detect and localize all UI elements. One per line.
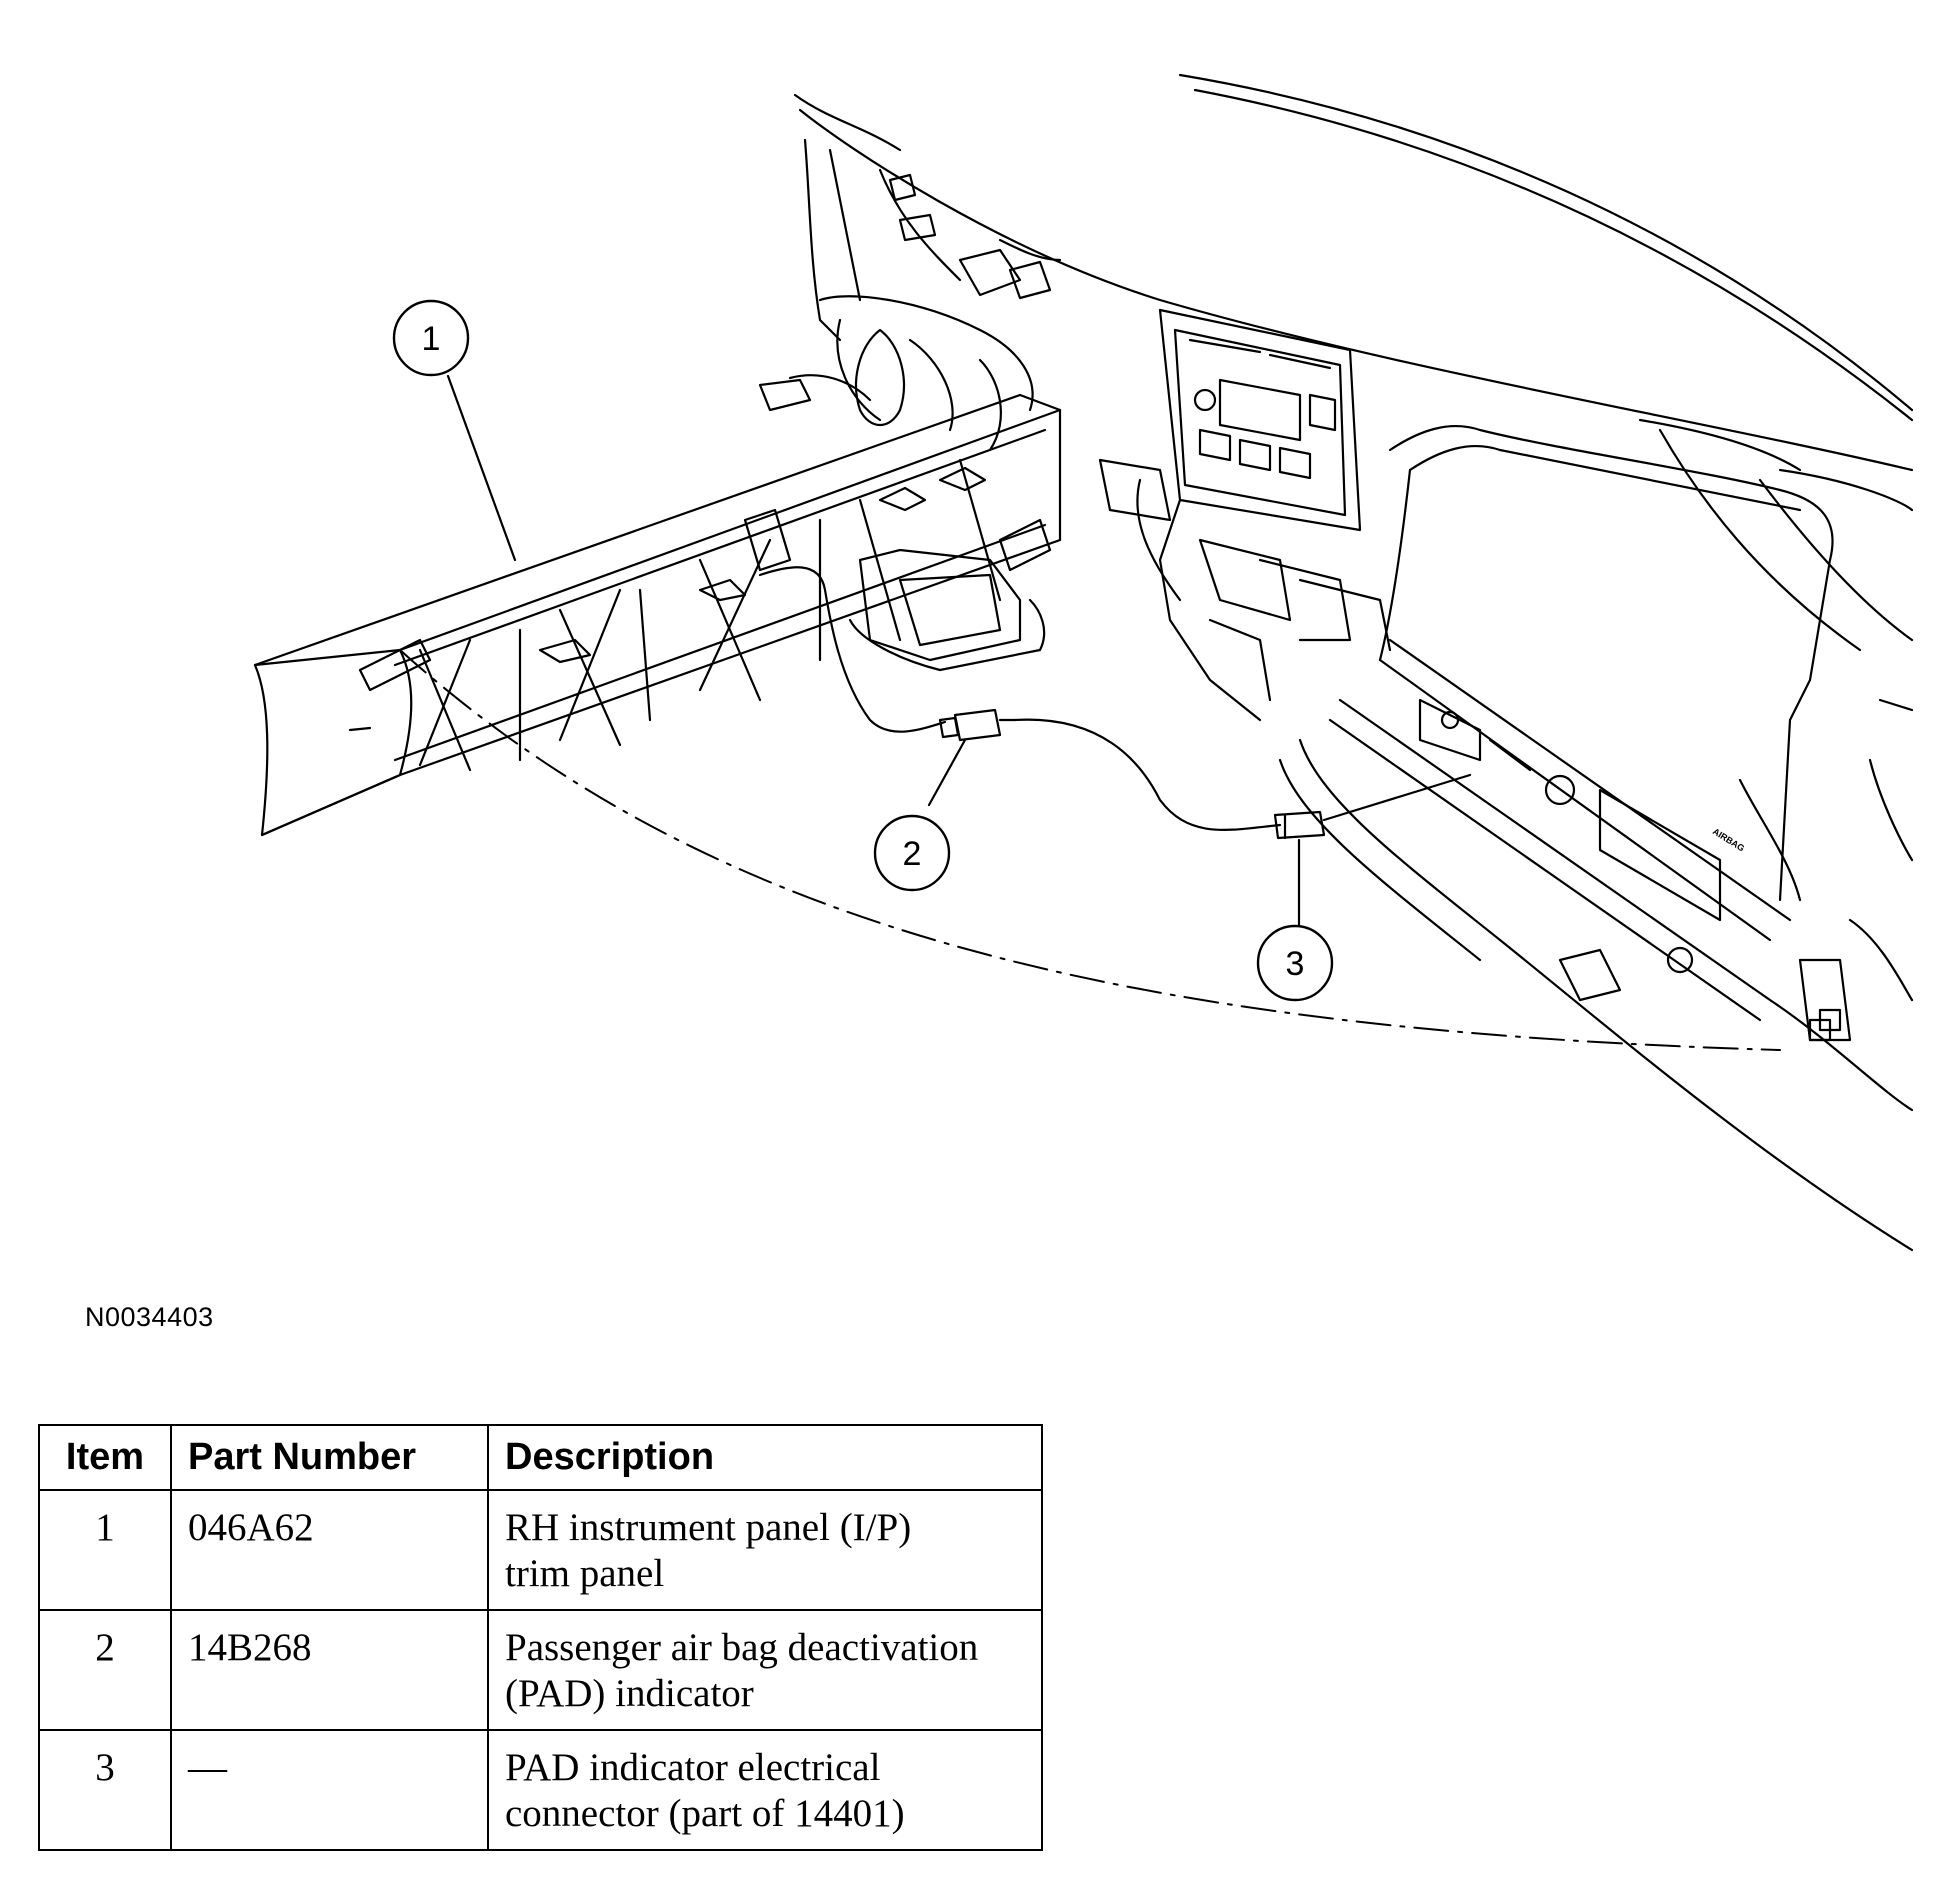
legend-header-row: Item Part Number Description [38,1424,1043,1491]
rh-mounting-clip [1808,1018,1832,1042]
table-row: 1 046A62 RH instrument panel (I/P) trim … [38,1489,1043,1611]
exploded-view-illustration: AIRBAG 1 2 3 [253,73,1914,1252]
callout-2-circle [873,814,951,892]
header-part-number: Part Number [170,1424,489,1491]
header-description: Description [487,1424,1043,1491]
row-description-line: Passenger air bag deactivation [505,1626,979,1669]
row-description: RH instrument panel (I/P) trim panel [487,1489,1043,1611]
row-item: 2 [38,1609,172,1731]
row-description-line: trim panel [505,1552,665,1595]
callout-2: 2 [873,814,951,892]
row-item: 1 [38,1489,172,1611]
row-description-line: connector (part of 14401) [505,1792,905,1835]
figure-id: N0034403 [85,1302,214,1332]
callout-1-leader [446,374,517,562]
row-part-number: 14B268 [170,1609,489,1731]
row-part-number: — [170,1729,489,1851]
callout-1-number: 1 [422,320,441,358]
installation-path-line [399,649,1781,1051]
steering-column-area [758,138,1062,672]
callout-3-circle [1256,924,1334,1002]
callout-2-number: 2 [903,835,922,873]
callout-2-leader [927,738,967,807]
row-description-line: (PAD) indicator [505,1672,754,1715]
callout-3-number: 3 [1286,945,1305,983]
pad-indicator [938,708,1017,742]
callout-1: 1 [392,299,470,377]
callout-1-circle [392,299,470,377]
row-item: 3 [38,1729,172,1851]
rh-ip-trim-panel [253,393,1062,837]
instrument-panel-outline [793,73,1914,652]
table-row: 3 — PAD indicator electrical connector (… [38,1729,1043,1851]
pad-wiring [758,566,1282,831]
airbag-module [1598,788,1722,922]
table-row: 2 14B268 Passenger air bag deactivation … [38,1609,1043,1731]
header-item: Item [38,1424,172,1491]
row-part-number: 046A62 [170,1489,489,1611]
row-description: Passenger air bag deactivation (PAD) ind… [487,1609,1043,1731]
pad-electrical-connector [1273,773,1472,840]
row-description-line: RH instrument panel (I/P) [505,1506,912,1549]
row-description: PAD indicator electrical connector (part… [487,1729,1043,1851]
row-description-line: PAD indicator electrical [505,1746,881,1789]
airbag-label: AIRBAG [1711,826,1746,853]
glove-box-opening [1278,425,1914,1252]
callout-3: 3 [1256,924,1334,1002]
center-stack [1098,308,1392,722]
airbag-label-text: AIRBAG [1711,826,1746,853]
parts-legend-table: Item Part Number Description 1 046A62 RH… [38,1424,1043,1851]
